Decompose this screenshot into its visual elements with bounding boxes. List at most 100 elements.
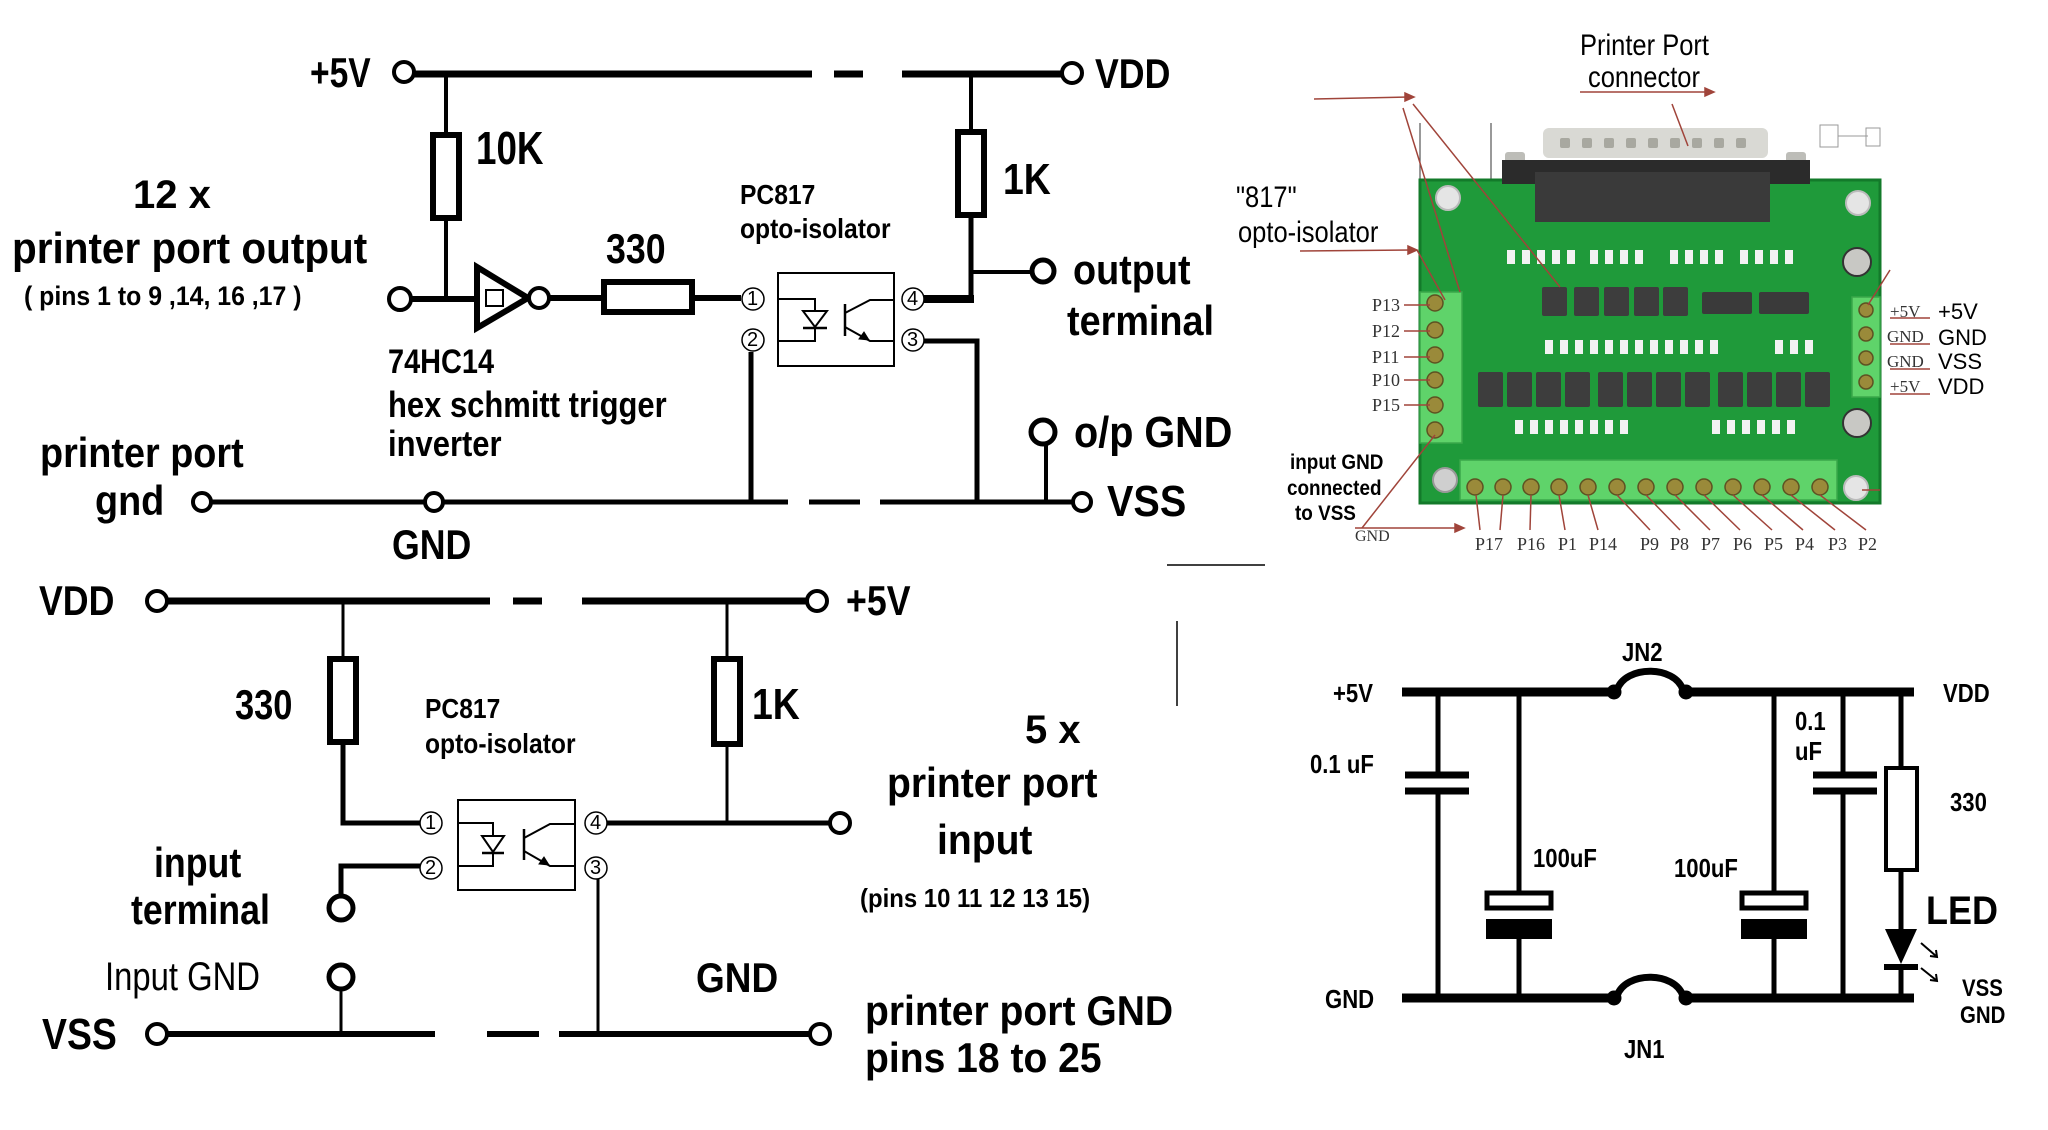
opto-chips-bottom-row <box>1478 372 1830 407</box>
label-cap1: 0.1 uF <box>1310 749 1374 779</box>
c3-plate-negative <box>1741 919 1807 939</box>
pcb-label-p16: P16 <box>1517 534 1546 554</box>
mount-hole-br <box>1843 475 1869 501</box>
input-title-line2: input <box>937 816 1033 863</box>
pcb-label-gnd-small: GND <box>1355 528 1390 545</box>
pin1-circle-2 <box>419 811 443 835</box>
label-input-gnd-note-2: connected <box>1287 477 1382 500</box>
label-330-series: 330 <box>606 225 666 272</box>
pcb-silk-gnd-2: GND <box>1887 352 1924 371</box>
pcb-label-vdd: VDD <box>1938 374 1985 399</box>
opto-emitter <box>844 326 894 342</box>
terminal-screws-left <box>1426 294 1444 439</box>
label-led: LED <box>1926 889 1998 933</box>
label-op-gnd: o/p GND <box>1074 408 1233 457</box>
label-330-led: 330 <box>235 681 293 728</box>
c2-plate-negative <box>1486 919 1552 939</box>
label-opto-top: opto-isolator <box>740 213 891 244</box>
label-jn2: JN2 <box>1622 637 1663 667</box>
terminal-op-gnd <box>1028 417 1058 447</box>
opto-collector <box>844 299 894 314</box>
output-title-count: 12 x <box>133 173 211 217</box>
smd-resistors-top <box>1507 250 1793 264</box>
opto2-emitter-arrow <box>538 856 550 866</box>
opto2-collector <box>523 823 575 839</box>
resistor-330-series <box>601 279 695 315</box>
pcb-label-p14: P14 <box>1589 534 1618 554</box>
smd-resistors-bottom <box>1515 420 1795 434</box>
label-opto-bottom: opto-isolator <box>425 728 576 759</box>
ic-74hc14-chips <box>1702 292 1809 314</box>
label-1k-top: 1K <box>1003 155 1051 204</box>
pin3-circle-2 <box>584 856 608 880</box>
label-output: output <box>1073 246 1191 293</box>
terminal-vss-top <box>1071 491 1093 513</box>
pin-number-2-bottom: 2 <box>425 857 437 879</box>
label-gnd-bottom: GND <box>696 954 779 1001</box>
label-printer-port-connector-2: connector <box>1588 61 1700 94</box>
input-pins: (pins 10 11 12 13 15) <box>860 883 1091 913</box>
label-jn1: JN1 <box>1624 1034 1665 1064</box>
label-vss-top: VSS <box>1107 477 1187 526</box>
pin1-circle <box>741 287 765 311</box>
pcb-label-p8: P8 <box>1670 534 1690 554</box>
led-light-arrows <box>1920 942 1939 983</box>
label-input-gnd-note-3: to VSS <box>1295 502 1356 525</box>
label-gnd-power: GND <box>1325 984 1375 1014</box>
pin-number-4-bottom: 4 <box>590 812 602 834</box>
c2-plate-positive <box>1484 890 1554 911</box>
label-input-gnd: Input GND <box>105 955 260 999</box>
pcb-electrolytic-cap-bottom <box>1842 408 1872 438</box>
label-printer-port-gnd-2: gnd <box>95 477 165 524</box>
photo-bg-schematic <box>1819 124 1839 148</box>
label-cap4-value: 0.1 <box>1795 706 1826 736</box>
label-printer-port-gnd-1: printer port <box>40 429 244 476</box>
label-74hc14: 74HC14 <box>388 343 495 381</box>
label-1k-bottom: 1K <box>752 680 800 729</box>
terminal-vdd-top <box>1060 61 1084 85</box>
label-port-gnd-line1: printer port GND <box>865 987 1174 1034</box>
optocoupler-box-2 <box>457 799 576 891</box>
power-circuit-wiring <box>1402 667 1939 1006</box>
label-gnd-node: GND <box>392 521 472 568</box>
pcb-electrolytic-cap-top <box>1842 247 1872 277</box>
terminal-screws-right <box>1858 302 1874 390</box>
label-330-power: 330 <box>1950 787 1987 817</box>
pin-number-3-bottom: 3 <box>590 857 602 879</box>
pin-number-1-bottom: 1 <box>425 812 437 834</box>
jumper-jn1 <box>1613 973 1687 998</box>
pin-number-1: 1 <box>747 288 759 310</box>
label-vss-bottom: VSS <box>42 1010 117 1059</box>
pcb-label-p6: P6 <box>1733 534 1753 554</box>
wire-330-pin1 <box>340 742 420 826</box>
pcb-label-vss: VSS <box>1938 349 1983 374</box>
pcb-label-p1: P1 <box>1558 534 1578 554</box>
opto2-led-diode <box>480 835 506 854</box>
label-vss-power: VSS <box>1962 975 2003 1002</box>
pcb-silk-5v: +5V <box>1890 302 1921 321</box>
label-terminal: terminal <box>1067 297 1215 344</box>
label-cap2: 100uF <box>1533 843 1597 873</box>
led-diode <box>1885 929 1917 964</box>
resistor-1k-bottom <box>711 656 743 747</box>
label-5v-bottom: +5V <box>846 577 911 624</box>
terminal-screws-bottom <box>1466 478 1829 496</box>
pin-number-3: 3 <box>907 329 919 351</box>
pin2-circle <box>741 328 765 352</box>
terminal-5v-bottom <box>805 589 829 613</box>
pcb-silk-5v-2: +5V <box>1890 377 1921 396</box>
pcb-silk-gnd-1: GND <box>1887 327 1924 346</box>
label-vdd-power: VDD <box>1943 678 1990 708</box>
wire-pin3-vss <box>924 338 980 502</box>
opto-emitter-arrow <box>858 331 870 341</box>
input-title-count: 5 x <box>1025 708 1081 752</box>
schmitt-symbol <box>485 289 504 307</box>
photo-bg-schematic <box>1865 127 1881 147</box>
output-title: printer port output <box>12 224 368 273</box>
annotation-arrows <box>1299 86 1930 534</box>
pcb-label-p9: P9 <box>1640 534 1660 554</box>
resistor-10k <box>430 132 462 221</box>
pcb-label-p7: P7 <box>1701 534 1721 554</box>
